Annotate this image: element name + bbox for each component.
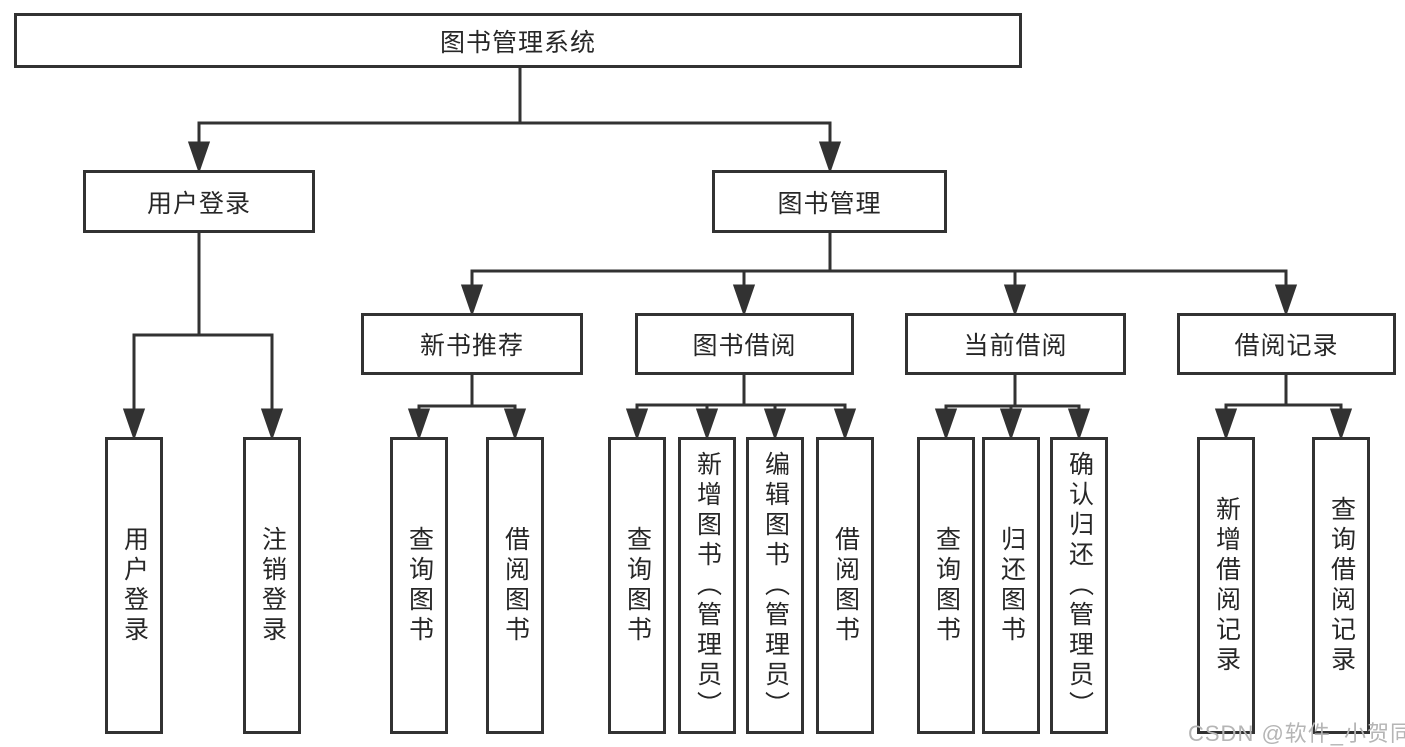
leaf-query-books: 查询图书	[917, 437, 975, 734]
leaf-logout: 注销登录	[243, 437, 301, 734]
leaf-user-login-label: 用户登录	[120, 525, 149, 646]
node-user-login: 用户登录	[83, 170, 315, 233]
leaf-borrow-books: 借阅图书	[816, 437, 874, 734]
leaf-query-books: 查询图书	[608, 437, 666, 734]
leaf-edit-book-admin: 编辑图书（管理员）	[746, 437, 804, 734]
node-current-borrowing: 当前借阅	[905, 313, 1126, 375]
leaf-confirm-return-admin: 确认归还（管理员）	[1050, 437, 1108, 734]
node-book-management: 图书管理	[712, 170, 947, 233]
leaf-add-book-admin: 新增图书（管理员）	[678, 437, 736, 734]
node-user-login-label: 用户登录	[146, 189, 251, 218]
leaf-add-borrow-record-label: 新增借阅记录	[1212, 495, 1241, 676]
node-new-book-recommend: 新书推荐	[361, 313, 583, 375]
leaf-return-books: 归还图书	[982, 437, 1040, 734]
leaf-borrow-books-label: 借阅图书	[501, 525, 530, 646]
leaf-edit-book-admin-label: 编辑图书（管理员）	[761, 450, 790, 721]
leaf-user-login: 用户登录	[105, 437, 163, 734]
leaf-query-books-label: 查询图书	[932, 525, 961, 646]
leaf-query-books: 查询图书	[390, 437, 448, 734]
leaf-borrow-books: 借阅图书	[486, 437, 544, 734]
leaf-confirm-return-admin-label: 确认归还（管理员）	[1065, 450, 1094, 721]
leaf-query-books-label: 查询图书	[623, 525, 652, 646]
leaf-add-book-admin-label: 新增图书（管理员）	[693, 450, 722, 721]
node-borrowing-records: 借阅记录	[1177, 313, 1396, 375]
leaf-logout-label: 注销登录	[258, 525, 287, 646]
leaf-query-borrow-record-label: 查询借阅记录	[1327, 495, 1356, 676]
csdn-watermark: CSDN @软件_小贺同学	[1188, 721, 1405, 746]
node-new-book-recommend-label: 新书推荐	[419, 332, 524, 360]
node-root: 图书管理系统	[14, 13, 1022, 68]
leaf-query-borrow-record: 查询借阅记录	[1312, 437, 1370, 734]
leaf-borrow-books-label: 借阅图书	[831, 525, 860, 646]
leaf-add-borrow-record: 新增借阅记录	[1197, 437, 1255, 734]
node-book-borrowing-label: 图书借阅	[692, 332, 797, 360]
node-current-borrowing-label: 当前借阅	[963, 332, 1068, 360]
node-borrowing-records-label: 借阅记录	[1234, 332, 1339, 360]
leaf-return-books-label: 归还图书	[997, 525, 1026, 646]
node-book-borrowing: 图书借阅	[635, 313, 854, 375]
leaf-query-books-label: 查询图书	[405, 525, 434, 646]
node-book-management-label: 图书管理	[777, 189, 882, 218]
node-root-label: 图书管理系统	[439, 28, 596, 57]
